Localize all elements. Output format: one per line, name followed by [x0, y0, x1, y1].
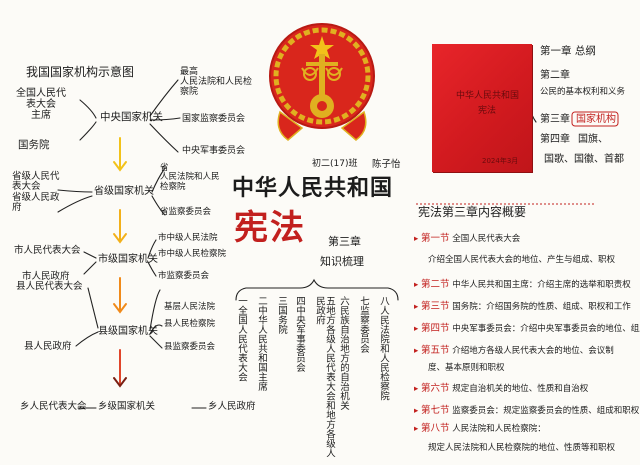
author-signature: 陈子怡: [372, 159, 401, 170]
book-title-line1: 中华人民共和国: [456, 91, 520, 101]
bullet-icon: ▸: [414, 346, 421, 356]
summary-item-text: 规定人民法院和人民检察院的地位、性质等和职权: [428, 443, 616, 453]
bullet-icon: ▸: [414, 384, 421, 394]
bullet-icon: ▸: [414, 406, 421, 416]
summary-item: ▸ 第二节 中华人民共和国主席：介绍主席的选举和职责权: [414, 279, 631, 290]
summary-item-text: 中华人民共和国主席：介绍主席的选举和职责权: [452, 280, 631, 290]
chapter-section-column: 三国务院: [275, 296, 287, 334]
summary-item-label: 第八节: [420, 423, 450, 434]
summary-item-text: 规定自治机关的地位、性质和自治权: [452, 384, 589, 394]
county-supervision-label: 县监察委员会: [164, 342, 216, 352]
chapter-section-column: 四中央军事委员会: [293, 296, 305, 372]
supreme-court-label: 最高 人民法院和人民检 察院: [180, 67, 253, 97]
chapter-2: 第二章: [540, 70, 570, 81]
summary-item-text: 监察委员会：规定监察委员会的性质、组成和职权: [452, 406, 640, 416]
chapter-section-column: 二中华人民共和国主席: [255, 296, 267, 391]
county-congress-label: 县人民代表大会: [16, 281, 83, 292]
summary-heading: 宪法第三章内容概要: [418, 205, 527, 219]
township-gov-label: 乡人民政府: [208, 401, 256, 412]
city-congress-label: 市人民代表大会: [14, 245, 81, 256]
summary-item: 介绍全国人民代表大会的地位、产生与组成、职权: [428, 255, 616, 265]
state-council-label: 国务院: [18, 139, 50, 151]
chapter-2-title: 公民的基本权利和义务: [540, 87, 626, 97]
provincial-court-label: 省 人民法院和人民 检察院: [160, 163, 220, 192]
constitution-title: 宪法: [234, 208, 306, 248]
chapter-subtitle: 知识梳理: [320, 255, 364, 268]
provincial-supervision-label: 省监察委员会: [160, 207, 212, 217]
city-organs-node: 市级国家机关: [98, 254, 158, 265]
county-organs-node: 县级国家机关: [98, 326, 158, 337]
chapter-label: 第三章: [328, 235, 361, 248]
bullet-icon: ▸: [414, 302, 421, 312]
provincial-congress-label: 省级人民代 表大会 省级人民政 府: [12, 171, 60, 214]
summary-item: ▸ 第八节 人民法院和人民检察院：: [414, 423, 546, 434]
city-court-label: 市中级人民法院: [158, 233, 218, 243]
township-congress-label: 乡人民代表大会: [20, 401, 87, 412]
chapter-section-column: 八人民法院和人民检察院: [377, 296, 389, 401]
city-procuratorate-label: 市中级人民检察院: [158, 249, 227, 259]
summary-item-label: 第一节: [420, 233, 450, 244]
summary-item-text: 中央军事委员会：介绍中央军事委员会的地位、组成和职权: [452, 324, 640, 334]
supervision-central-label: 国家监察委员会: [182, 114, 246, 124]
national-emblem-icon: [269, 23, 375, 141]
summary-item-label: 第五节: [420, 345, 450, 356]
city-supervision-label: 市监察委员会: [158, 271, 210, 281]
county-court-label: 基层人民法院: [164, 302, 216, 312]
summary-item: 规定人民法院和人民检察院的地位、性质等和职权: [428, 443, 616, 453]
bullet-icon: ▸: [414, 234, 421, 244]
chapter-1: 第一章 总纲: [540, 45, 596, 57]
summary-item: ▸ 第三节 国务院：介绍国务院的性质、组成、职权和工作: [414, 301, 631, 312]
book-title-line2: 宪法: [478, 106, 497, 116]
summary-item: 度、基本原则和职权: [428, 363, 505, 373]
poster-title: 中华人民共和国: [232, 175, 394, 201]
national-congress-label: 全国人民代 表大会 主席: [16, 88, 66, 121]
constitution-book-cover: 中华人民共和国 宪法 2024年3月: [432, 44, 532, 172]
summary-item-label: 第三节: [420, 301, 450, 312]
summary-item-text: 人民法院和人民检察院：: [452, 424, 546, 434]
summary-item: ▸ 第六节 规定自治机关的地位、性质和自治权: [414, 383, 589, 394]
summary-item: ▸ 第四节 中央军事委员会：介绍中央军事委员会的地位、组成和职权: [414, 323, 640, 334]
chapter-section-column: 一全国人民代表大会: [235, 296, 247, 382]
city-gov-label: 市人民政府: [22, 271, 70, 282]
summary-item-text: 介绍全国人民代表大会的地位、产生与组成、职权: [428, 255, 616, 265]
county-gov-label: 县人民政府: [24, 341, 72, 352]
summary-item-label: 第二节: [420, 279, 450, 290]
chapter-4: 第四章: [540, 134, 570, 145]
summary-item-label: 第四节: [420, 323, 450, 334]
class-label: 初二(17)班: [312, 159, 358, 169]
central-organs-node: 中央国家机关: [100, 111, 163, 123]
township-organs-node: 乡级国家机关: [98, 401, 156, 412]
diagram-heading: 我国国家机构示意图: [26, 65, 135, 79]
summary-item: ▸ 第五节 介绍地方各级人民代表大会的地位、会议制: [414, 345, 614, 356]
summary-item-label: 第七节: [420, 405, 450, 416]
chapter-3: 第三章: [540, 114, 570, 125]
county-procuratorate-label: 县人民检察院: [164, 319, 216, 329]
summary-item-text: 国务院：介绍国务院的性质、组成、职权和工作: [452, 302, 631, 312]
chapter-section-column: 七监察委员会: [357, 296, 369, 353]
chapter-4-title: 国旗、: [578, 134, 608, 145]
bullet-icon: ▸: [414, 324, 421, 334]
bullet-icon: ▸: [414, 280, 421, 290]
bullet-icon: ▸: [414, 424, 421, 434]
military-central-label: 中央军事委员会: [182, 146, 246, 156]
summary-item-text: 度、基本原则和职权: [428, 363, 505, 373]
summary-item-text: 全国人民代表大会: [452, 234, 521, 244]
summary-item-text: 介绍地方各级人民代表大会的地位、会议制: [452, 346, 614, 356]
summary-item: ▸ 第七节 监察委员会：规定监察委员会的性质、组成和职权: [414, 405, 640, 416]
chapter-section-column: 六民族自治地方的自治机关: [337, 296, 349, 410]
chapter-3-title: 国家机构: [576, 114, 616, 125]
chapter-4-title-cont: 国歌、国徽、首都: [544, 154, 624, 165]
summary-item: ▸ 第一节 全国人民代表大会: [414, 233, 521, 244]
book-date: 2024年3月: [482, 157, 519, 165]
summary-item-label: 第六节: [420, 383, 450, 394]
provincial-organs-node: 省级国家机关: [94, 186, 154, 197]
chapter-section-column: 五地方各级人民代表大会和地方各级人民政府: [313, 296, 335, 458]
